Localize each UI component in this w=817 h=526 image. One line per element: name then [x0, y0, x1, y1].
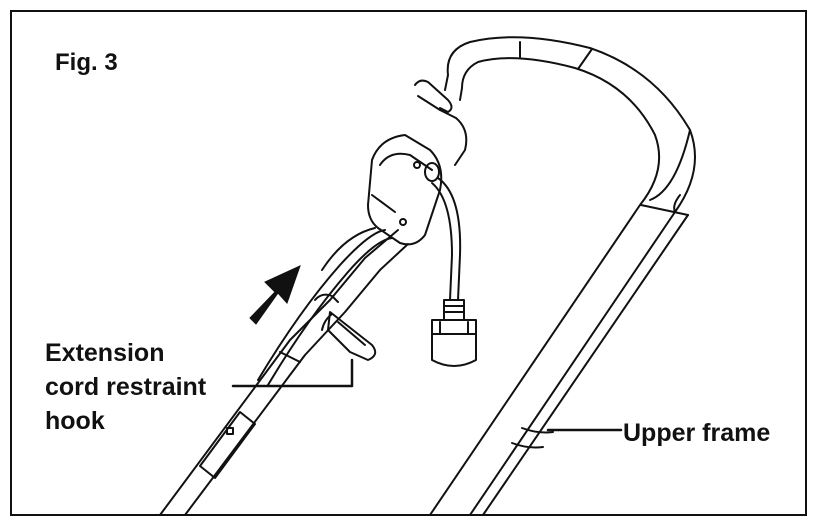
hook-leader-line — [231, 358, 354, 388]
power-cord — [257, 227, 393, 386]
direction-arrow-icon — [249, 265, 301, 325]
hook-callout-label: Extension cord restraint hook — [45, 336, 206, 438]
plug — [431, 299, 477, 367]
hook-callout-line-3: hook — [45, 407, 105, 435]
figure-label: Fig. 3 — [55, 49, 118, 76]
hook-callout-line-1: Extension — [45, 339, 165, 367]
hook-callout-line-2: cord restraint — [45, 373, 207, 401]
restraint-hook — [314, 293, 377, 361]
switch-box — [367, 134, 443, 246]
lower-handle-tube — [159, 229, 409, 516]
upper-frame-tube — [429, 36, 696, 516]
handle-clip — [414, 79, 468, 166]
upper-frame-callout-label: Upper frame — [623, 419, 771, 447]
figure-frame — [10, 10, 807, 516]
cord-to-plug — [431, 177, 462, 301]
